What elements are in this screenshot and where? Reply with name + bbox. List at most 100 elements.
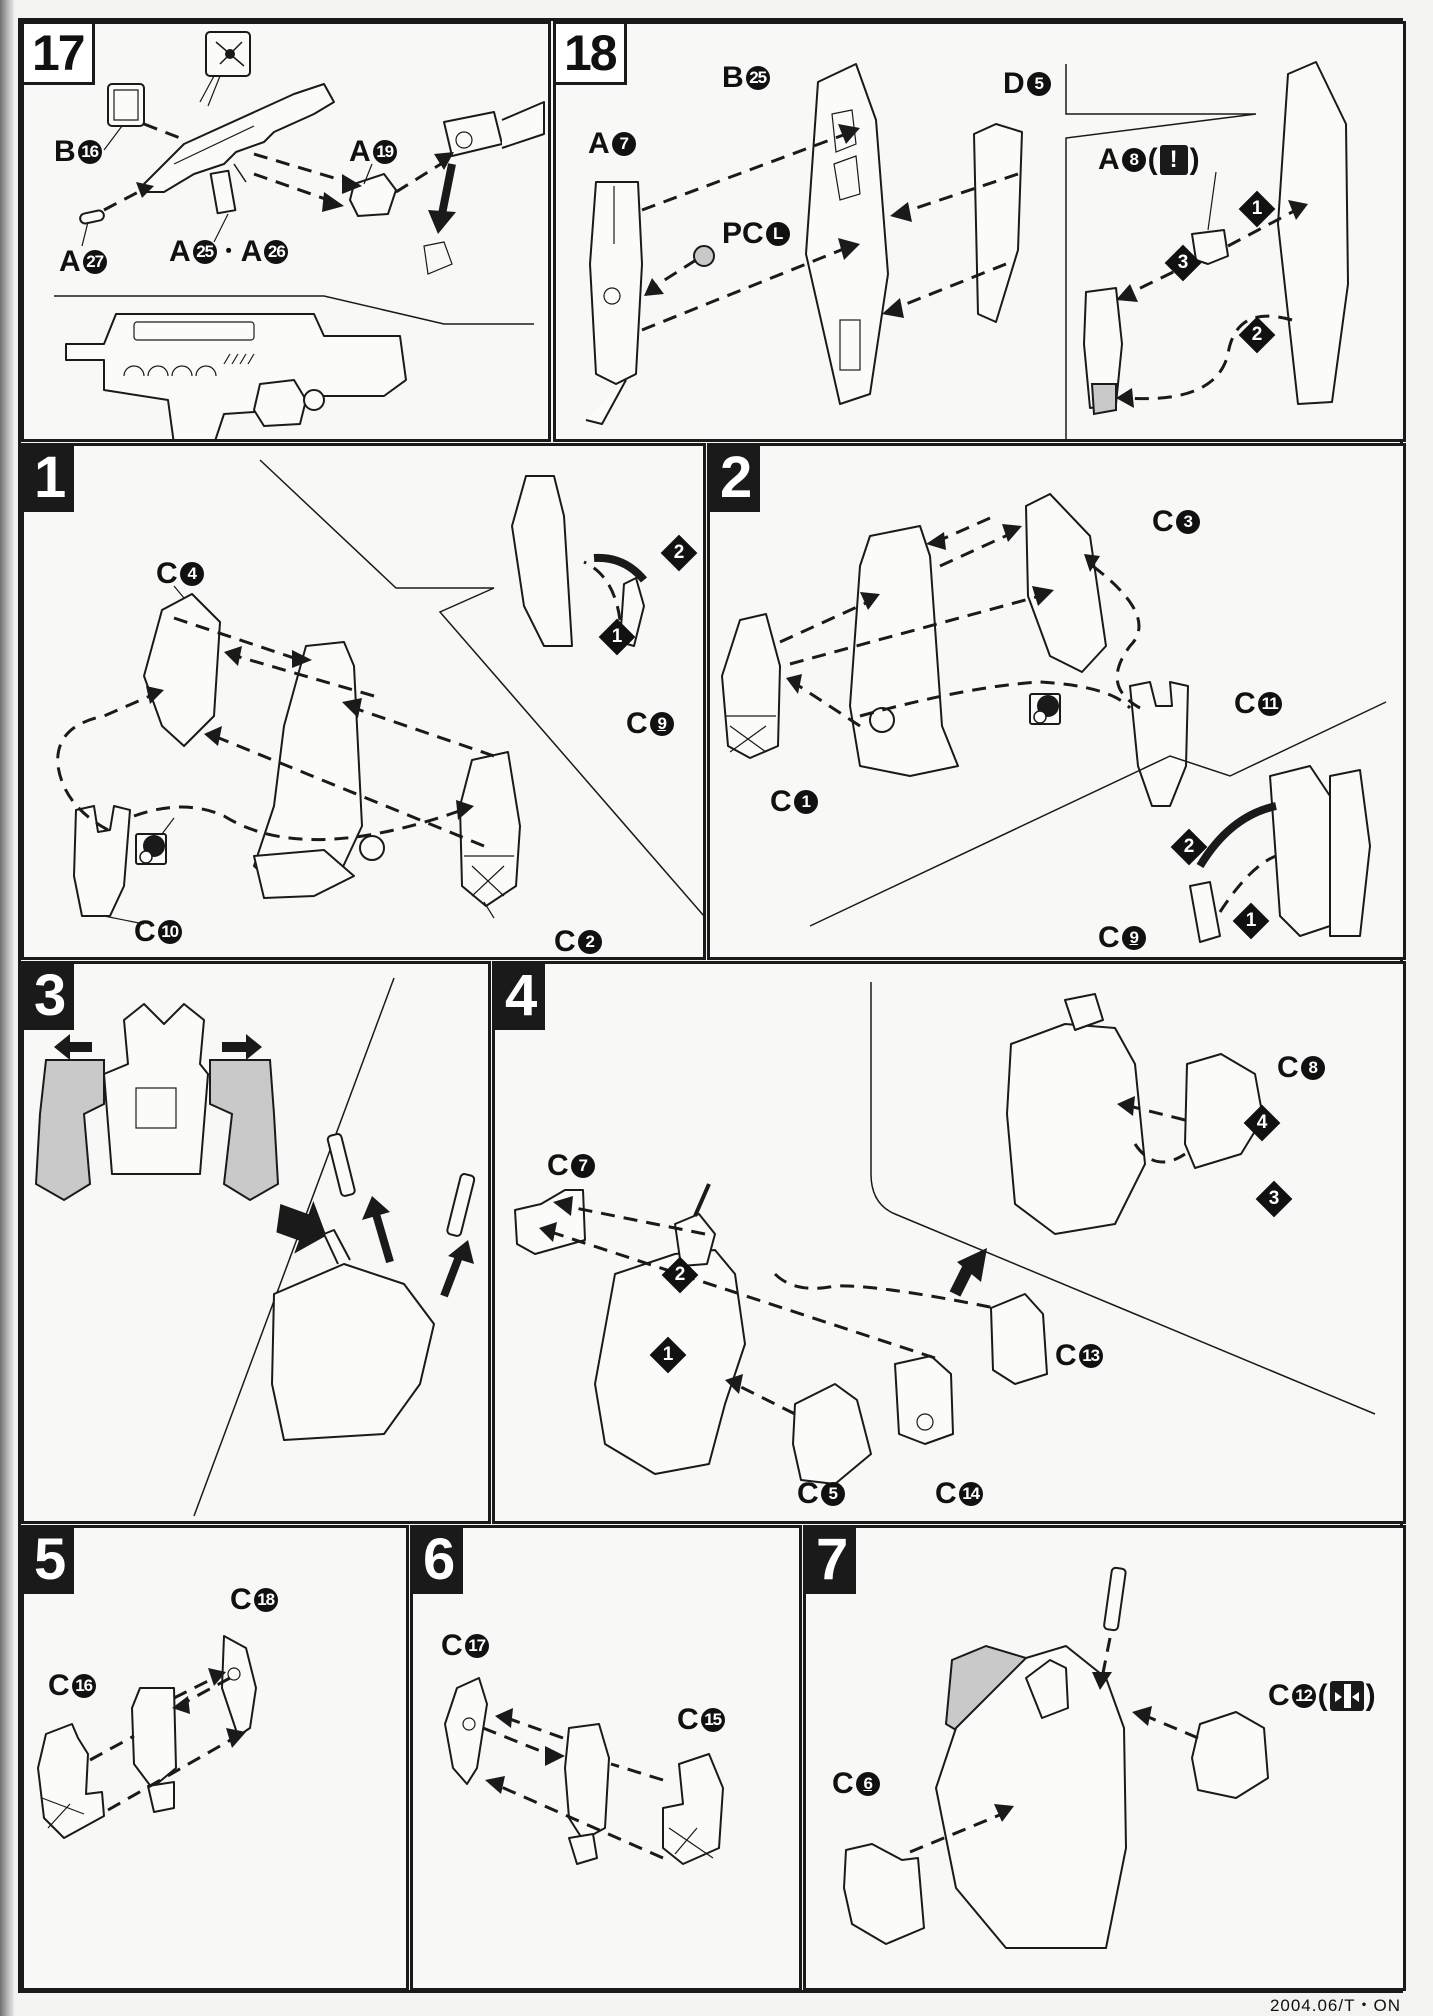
torso-rear-shape bbox=[271, 1263, 435, 1441]
step-17-illustration bbox=[54, 31, 545, 439]
step-number: 1 bbox=[24, 446, 75, 512]
part-c3-shape bbox=[1025, 493, 1107, 673]
step-6-illustration bbox=[444, 1677, 724, 1865]
arrow-up-icon bbox=[949, 1248, 987, 1297]
step-1-illustration bbox=[56, 459, 703, 925]
forearm-shape bbox=[131, 1687, 177, 1789]
order-marker-2: 2 bbox=[661, 1256, 699, 1294]
part-c18-shape bbox=[221, 1635, 257, 1737]
order-marker-1: 1 bbox=[1238, 190, 1276, 228]
order-marker-2: 2 bbox=[1170, 828, 1208, 866]
forearm-shape bbox=[564, 1723, 610, 1841]
step-2-illustration bbox=[721, 493, 1387, 943]
order-marker-3: 3 bbox=[1164, 244, 1202, 282]
part-c10-shape bbox=[73, 805, 131, 917]
part-c17-shape bbox=[444, 1677, 488, 1785]
arrow-right-icon bbox=[222, 1034, 262, 1060]
part-c14-shape bbox=[894, 1355, 954, 1445]
arrow-next-icon bbox=[276, 1201, 327, 1254]
hand-part-a19 bbox=[349, 173, 397, 217]
order-marker-1: 1 bbox=[1232, 902, 1270, 940]
part-b16-shape bbox=[107, 83, 145, 127]
order-marker-2: 2 bbox=[660, 534, 698, 572]
step-number: 3 bbox=[24, 964, 75, 1030]
step-3-panel: 3 bbox=[21, 961, 491, 1524]
part-c6-shape bbox=[843, 1843, 925, 1945]
step-18-panel: 18 bbox=[553, 21, 1406, 442]
robot-body-rear-shape bbox=[1006, 1023, 1146, 1235]
shield-b25-shape bbox=[805, 63, 889, 405]
page-binding-shadow bbox=[0, 0, 14, 2016]
order-marker-1: 1 bbox=[649, 1336, 687, 1374]
step-number: 17 bbox=[24, 24, 95, 85]
step-number: 4 bbox=[495, 964, 546, 1030]
step-5-illustration bbox=[37, 1635, 257, 1839]
part-c4-shape bbox=[143, 593, 221, 747]
leg-assembly-shape bbox=[849, 525, 959, 777]
part-c8-shape bbox=[1184, 1053, 1264, 1169]
step-4-illustration bbox=[514, 982, 1376, 1485]
step-1-panel: 1 bbox=[21, 443, 706, 960]
torso-front-shape bbox=[103, 1003, 209, 1175]
order-marker-4: 4 bbox=[1243, 1104, 1281, 1142]
right-arm-shape bbox=[209, 1059, 280, 1202]
part-a8-shape bbox=[1191, 229, 1229, 265]
step-7-illustration bbox=[843, 1566, 1269, 1949]
polycap-joint-icon bbox=[135, 817, 175, 865]
instruction-page: 17 bbox=[18, 18, 1406, 1993]
forearm-part bbox=[443, 111, 503, 157]
step-3-illustration bbox=[34, 977, 476, 1517]
order-marker-1: 1 bbox=[598, 618, 636, 656]
part-c2-shape bbox=[459, 751, 521, 907]
nipper-cut-icon bbox=[199, 31, 251, 107]
arrow-left-icon bbox=[54, 1034, 92, 1060]
step-number: 5 bbox=[24, 1528, 75, 1594]
step-17-panel: 17 bbox=[21, 21, 551, 442]
order-marker-3: 3 bbox=[1255, 1180, 1293, 1218]
order-marker-2: 2 bbox=[1238, 316, 1276, 354]
step-number: 2 bbox=[710, 446, 761, 512]
caution-icon: ! bbox=[1159, 145, 1188, 175]
part-c11-shape bbox=[1129, 681, 1189, 807]
rifle-assembled bbox=[65, 313, 407, 439]
part-c5-shape bbox=[792, 1383, 872, 1485]
step-number: 6 bbox=[413, 1528, 464, 1594]
part-c15-shape bbox=[662, 1753, 724, 1865]
part-a7-shape bbox=[589, 181, 643, 385]
part-c1-shape bbox=[721, 613, 781, 759]
press-fit-icon bbox=[1329, 1681, 1364, 1711]
step-2-panel: 2 bbox=[707, 443, 1406, 960]
step-number: 7 bbox=[806, 1528, 857, 1594]
part-c13-shape bbox=[990, 1293, 1048, 1385]
left-arm-shape bbox=[34, 1059, 105, 1202]
rifle-exploded bbox=[143, 83, 335, 215]
